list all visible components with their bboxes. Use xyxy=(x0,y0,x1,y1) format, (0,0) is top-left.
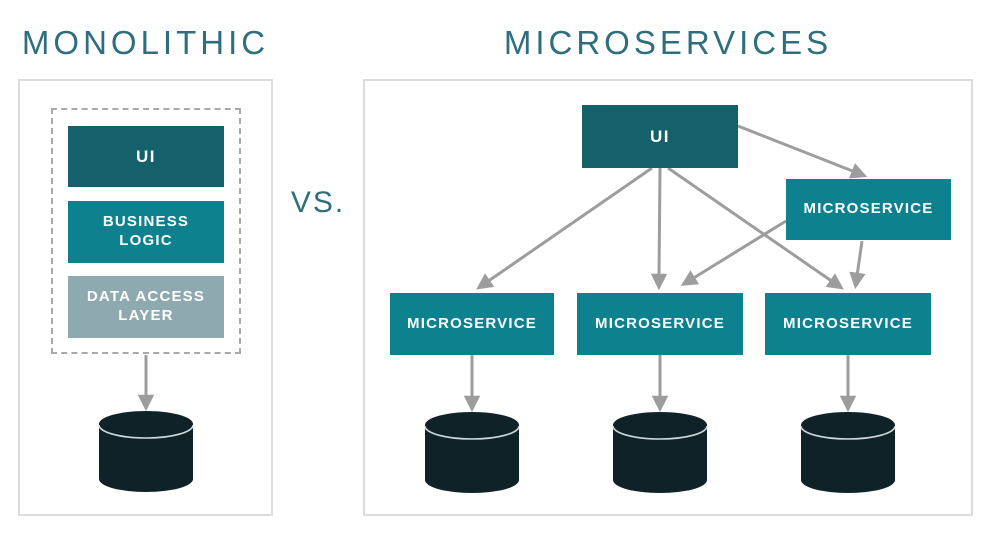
monolithic-title: MONOLITHIC xyxy=(21,24,270,61)
microservices-ui-node: UI xyxy=(582,105,738,168)
microservices-title: MICROSERVICES xyxy=(503,24,833,61)
monolith-business-logic-layer: BUSINESS LOGIC xyxy=(68,201,224,263)
monolith-data-access-layer: DATA ACCESS LAYER xyxy=(68,276,224,338)
microservice-3-label: MICROSERVICE xyxy=(783,314,913,332)
vs-label: VS. xyxy=(290,186,346,219)
database-3-icon xyxy=(800,412,896,493)
monolith-ui-label: UI xyxy=(136,146,156,166)
monolith-business-logic-label: BUSINESS LOGIC xyxy=(102,213,190,249)
microservice-gateway-label: MICROSERVICE xyxy=(803,200,934,218)
microservice-1-node: MICROSERVICE xyxy=(390,293,554,355)
database-1-icon xyxy=(424,412,520,493)
microservices-ui-label: UI xyxy=(650,126,670,146)
microservice-2-label: MICROSERVICE xyxy=(595,314,725,332)
microservice-3-node: MICROSERVICE xyxy=(765,293,931,355)
monolith-app-boundary xyxy=(51,108,241,354)
monolith-data-access-label: DATA ACCESS LAYER xyxy=(86,288,206,324)
microservice-gateway-node: MICROSERVICE xyxy=(786,179,951,240)
monolith-database-icon xyxy=(98,411,194,492)
monolith-ui-layer: UI xyxy=(68,126,224,187)
microservice-1-label: MICROSERVICE xyxy=(407,314,537,332)
microservice-2-node: MICROSERVICE xyxy=(577,293,743,355)
database-2-icon xyxy=(612,412,708,493)
